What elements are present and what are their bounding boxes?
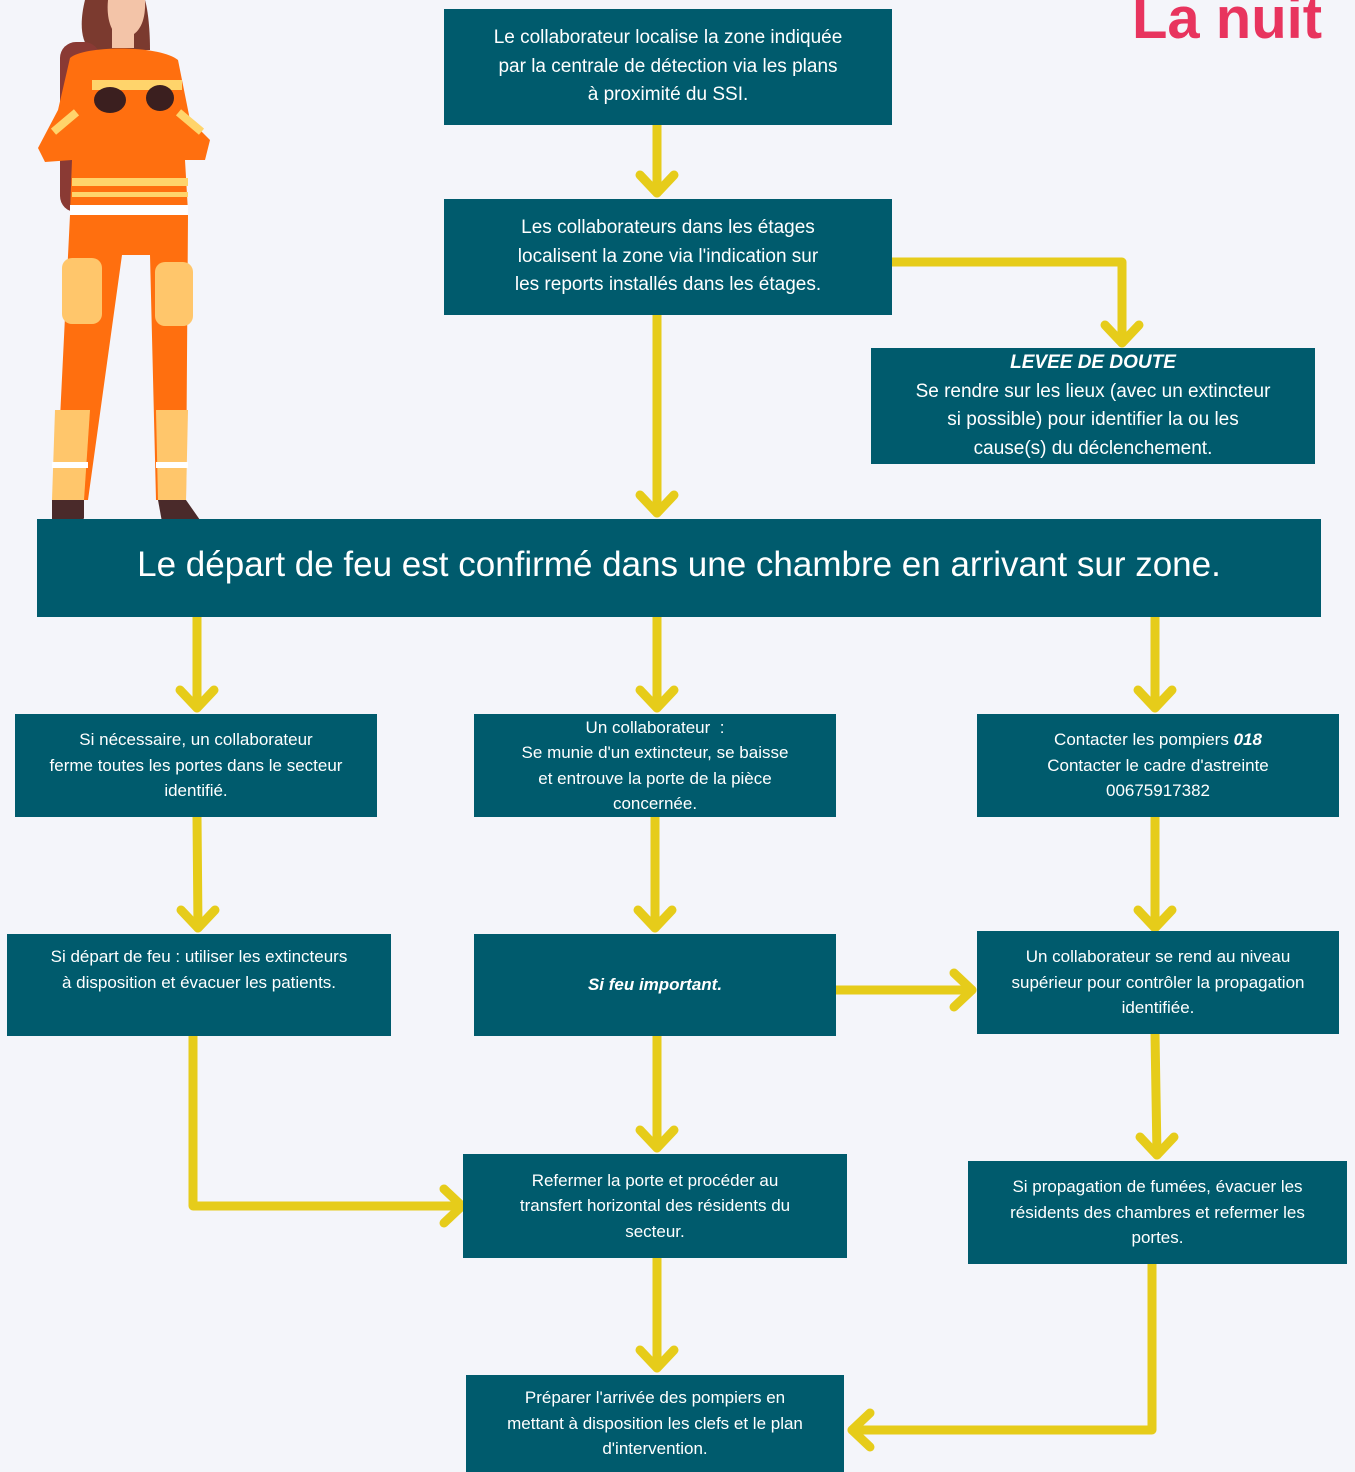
step-text-line: Préparer l'arrivée des pompiers en [524, 1388, 786, 1408]
step-text-line: résidents des chambres et refermer les [1010, 1202, 1305, 1222]
step-text-line: Si départ de feu : utiliser les extincte… [50, 947, 348, 966]
arrow-extincteur-important [633, 812, 677, 933]
firefighter-illustration [38, 0, 210, 527]
step-extincteur: Un collaborateur : Se munie d'un extinct… [474, 714, 836, 817]
step-text-line: Un collaborateur : [585, 717, 725, 737]
arrow-refermer-preparer [635, 1253, 679, 1373]
step-text-line: d'intervention. [602, 1439, 708, 1459]
step-text-line: mettant à disposition les clefs et le pl… [507, 1413, 803, 1433]
step-text-line: identifiée. [1121, 998, 1195, 1018]
arrow-etages-confirme [635, 310, 679, 518]
step-text-line: les reports installés dans les étages. [514, 274, 822, 296]
step-text-line: Le départ de feu est confirmé dans une c… [137, 545, 1221, 584]
step-depart-de-feu: Si départ de feu : utiliser les extincte… [7, 934, 391, 1036]
arrow-confirme-portes [175, 612, 219, 713]
step-text-line: identifié. [164, 781, 228, 801]
arrow-important-refermer [635, 1031, 679, 1153]
step-text-line: Contacter les pompiers 018 [1054, 727, 1262, 753]
step-text-line: Contacter le cadre d'astreinte [1047, 755, 1269, 775]
step-text-line: Les collaborateurs dans les étages [521, 217, 815, 239]
step-levee-de-doute: LEVEE DE DOUTE Se rendre sur les lieux (… [871, 348, 1315, 464]
step-text-line: portes. [1131, 1228, 1184, 1248]
step-propagation-fumees: Si propagation de fumées, évacuer les ré… [968, 1161, 1347, 1264]
arrow-depart-refermer [188, 1031, 467, 1228]
arrow-fumees-preparer [847, 1259, 1157, 1452]
step-text-line: Refermer la porte et procéder au [531, 1170, 779, 1190]
step-text-line: Se rendre sur les lieux (avec un extinct… [915, 380, 1271, 402]
step-text-line: à proximité du SSI. [587, 84, 749, 106]
arrow-pompiers-niveau [1133, 812, 1177, 933]
arrow-portes-depart [176, 812, 220, 933]
step-text-line: localisent la zone via l'indication sur [517, 245, 819, 267]
step-text-line: Si propagation de fumées, évacuer les [1012, 1177, 1303, 1197]
step-preparer-arrivee: Préparer l'arrivée des pompiers en metta… [466, 1375, 844, 1472]
step-text-line: Si feu important. [587, 975, 723, 995]
step-text-line: transfert horizontal des résidents du [519, 1196, 791, 1216]
step-text-line: Si nécessaire, un collaborateur [79, 730, 313, 750]
step-text-line: ferme toutes les portes dans le secteur [49, 755, 343, 775]
step-text-line: Un collaborateur se rend au niveau [1025, 947, 1291, 967]
step-depart-confirme: Le départ de feu est confirmé dans une c… [37, 519, 1321, 617]
step-feu-important: Si feu important. [474, 934, 836, 1036]
step-text-line: supérieur pour contrôler la propagation [1011, 972, 1305, 992]
step-text-line: cause(s) du déclenchement. [973, 437, 1213, 459]
step-text-line: Se munie d'un extincteur, se baisse [521, 743, 789, 762]
arrow-localise-etages [635, 120, 679, 198]
pompiers-number: 018 [1233, 730, 1262, 750]
step-fermer-portes: Si nécessaire, un collaborateur ferme to… [15, 714, 377, 817]
arrow-etages-levee [881, 257, 1144, 348]
arrow-niveau-fumees [1135, 1029, 1179, 1160]
arrow-confirme-extincteur [635, 612, 679, 713]
step-text-line: et entrouve la porte de la pièce [538, 768, 772, 788]
page-title: La nuit [1132, 0, 1323, 51]
step-heading: LEVEE DE DOUTE [1010, 352, 1176, 373]
step-text-line: à disposition et évacuer les patients. [61, 972, 337, 992]
arrow-important-niveau [831, 968, 977, 1012]
pompiers-text: Contacter les pompiers [1054, 730, 1234, 750]
step-text-line: secteur. [625, 1221, 685, 1241]
step-localise-zone: Le collaborateur localise la zone indiqu… [444, 9, 892, 125]
step-niveau-superieur: Un collaborateur se rend au niveau supér… [977, 931, 1339, 1034]
step-text-line: concernée. [612, 794, 698, 813]
step-text-line: 00675917382 [1105, 781, 1210, 801]
step-etages-reports: Les collaborateurs dans les étages local… [444, 199, 892, 315]
step-text-line: Le collaborateur localise la zone indiqu… [493, 27, 843, 49]
step-refermer-porte: Refermer la porte et procéder au transfe… [463, 1154, 847, 1258]
step-text-line: si possible) pour identifier la ou les [947, 409, 1239, 430]
step-contacter-pompiers: Contacter les pompiers 018 Contacter le … [977, 714, 1339, 817]
step-text-line: par la centrale de détection via les pla… [498, 55, 838, 77]
